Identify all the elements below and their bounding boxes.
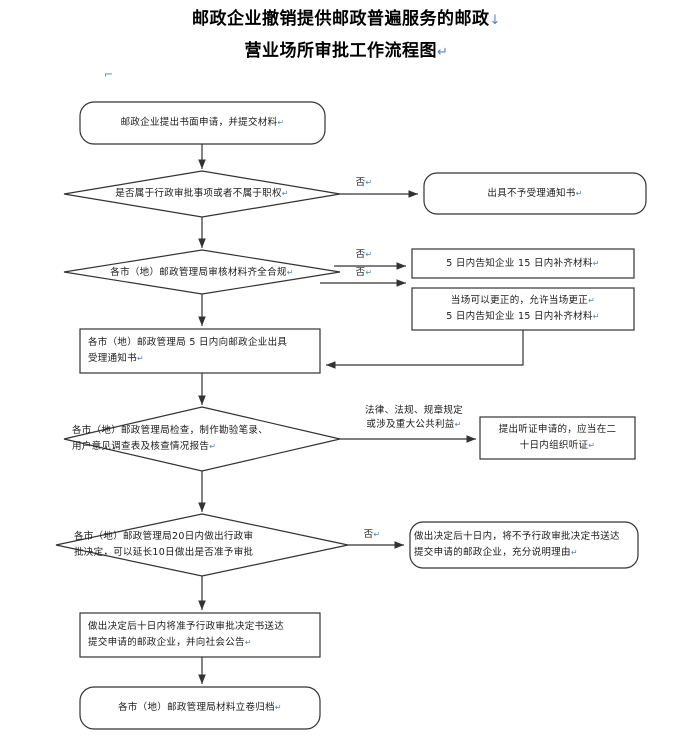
title-line-2-text: 营业场所审批工作流程图 — [244, 41, 438, 61]
edge-label-no-1-mark: ↵ — [365, 178, 373, 187]
node-d2-line-0: 各市（地）邮政管理局审核材料齐全合规 — [110, 267, 287, 278]
title-line-1-mark: ↓ — [489, 13, 501, 28]
title-line-1-text: 邮政企业撤销提供邮政普遍服务的邮政 — [192, 9, 490, 29]
shape-n3 — [79, 612, 321, 658]
shape-d1 — [63, 170, 341, 218]
edge-label-no-3-text: 否 — [355, 267, 366, 278]
edge-label-no-4-mark: ↵ — [373, 530, 381, 539]
edge-label-no-4: 否↵ — [352, 528, 392, 542]
node-n4[interactable]: 各市（地）邮政管理局材料立卷归档↵ — [80, 687, 320, 729]
shape-n2 — [79, 328, 321, 374]
edge-label-legal-basis: 法律、法规、规章规定 或涉及重大公共利益↵ — [344, 404, 484, 432]
node-n2-line-1: 受理通知书 — [88, 353, 138, 364]
edge-label-no-2: 否↵ — [344, 248, 384, 262]
title-line-2: 营业场所审批工作流程图↵ — [0, 36, 693, 68]
edge-label-no-4-text: 否 — [363, 529, 374, 540]
node-d4[interactable]: 各市（地）邮政管理局20日内做出行政审 批决定，可以延长10日做出是否准予审批 — [74, 527, 336, 563]
node-r2-line-0: 5 日内告知企业 15 日内补齐材料 — [446, 257, 593, 269]
shape-r2 — [411, 248, 635, 279]
edge-label-no-3-mark: ↵ — [365, 268, 373, 277]
node-n1-line-0: 邮政企业提出书面申请，并提交材料 — [120, 117, 278, 128]
page-title: 邮政企业撤销提供邮政普遍服务的邮政↓ 营业场所审批工作流程图↵ — [0, 4, 693, 68]
shape-r5 — [409, 521, 639, 569]
node-d3[interactable]: 各市（地）邮政管理局检查，制作勘验笔录、 用户意见调查表及核查情况报告↵ — [72, 421, 334, 457]
node-r1-line-0: 出具不予受理通知书 — [487, 187, 576, 199]
node-r2-mark: ↵ — [592, 258, 600, 268]
node-r4[interactable]: 提出听证申请的，应当在二 十日内组织听证↵ — [480, 417, 635, 459]
node-d1-line-0: 是否属于行政审批事项或者不属于职权 — [115, 188, 282, 199]
shape-d4 — [55, 513, 349, 577]
node-n4-line-0: 各市（地）邮政管理局材料立卷归档 — [118, 702, 275, 713]
node-d4-line-1: 批决定，可以延长10日做出是否准予审批 — [74, 547, 254, 558]
node-d3-line-0: 各市（地）邮政管理局检查，制作勘验笔录、 — [72, 425, 269, 436]
node-r1-mark: ↵ — [575, 188, 583, 198]
node-n3[interactable]: 做出决定后十日内将准予行政审批决定书送达 提交申请的邮政企业，并向社会公告↵ — [88, 613, 316, 657]
node-n2-mark: ↵ — [137, 354, 145, 363]
node-r5-line-0: 做出决定后十日内，将不予行政审批决定书送达 — [414, 531, 620, 542]
node-r3-line-0: 当场可以更正的，允许当场更正 — [450, 295, 589, 306]
node-n4-mark: ↵ — [274, 703, 282, 712]
node-d4-line-0: 各市（地）邮政管理局20日内做出行政审 — [74, 531, 254, 542]
node-r3[interactable]: 当场可以更正的，允许当场更正↵ 5 日内告知企业 15 日内补齐材料↵ — [412, 288, 634, 330]
edge-label-legal-basis-line-1: 或涉及重大公共利益 — [366, 419, 455, 430]
node-r2[interactable]: 5 日内告知企业 15 日内补齐材料↵ — [412, 249, 634, 278]
node-r4-line-0: 提出听证申请的，应当在二 — [498, 424, 617, 435]
node-r3-mark-a: ↵ — [588, 296, 596, 305]
edge-label-no-1: 否↵ — [344, 176, 384, 190]
node-d2-mark: ↵ — [286, 268, 294, 277]
node-d1[interactable]: 是否属于行政审批事项或者不属于职权↵ — [74, 182, 330, 206]
shape-n4 — [79, 686, 321, 730]
node-r5-line-1: 提交申请的邮政企业，充分说明理由 — [414, 547, 571, 558]
node-d1-mark: ↵ — [281, 189, 289, 198]
node-n2-line-0: 各市（地）邮政管理局 5 日内向邮政企业出具 — [88, 337, 288, 348]
node-n1[interactable]: 邮政企业提出书面申请，并提交材料↵ — [80, 102, 325, 144]
title-line-1: 邮政企业撤销提供邮政普遍服务的邮政↓ — [0, 4, 693, 36]
shape-d2 — [63, 249, 341, 295]
node-n2[interactable]: 各市（地）邮政管理局 5 日内向邮政企业出具 受理通知书↵ — [88, 329, 316, 373]
edge-label-no-2-mark: ↵ — [365, 250, 373, 259]
node-d3-line-1: 用户意见调查表及核查情况报告 — [72, 441, 210, 452]
shape-d3 — [63, 406, 341, 472]
node-n3-mark: ↵ — [244, 638, 252, 647]
node-r4-mark: ↵ — [588, 441, 596, 450]
node-r3-mark-b: ↵ — [592, 312, 600, 321]
stray-cursor-mark: ⌐ — [104, 68, 114, 81]
node-d3-mark: ↵ — [209, 442, 217, 451]
edge-label-no-1-text: 否 — [355, 177, 366, 188]
shape-r4 — [479, 416, 636, 460]
edge-label-no-2-text: 否 — [355, 249, 366, 260]
node-n3-line-0: 做出决定后十日内将准予行政审批决定书送达 — [88, 621, 285, 632]
node-r1[interactable]: 出具不予受理通知书↵ — [424, 173, 646, 214]
node-d2[interactable]: 各市（地）邮政管理局审核材料齐全合规↵ — [70, 261, 334, 285]
node-r4-line-1: 十日内组织听证 — [519, 440, 589, 451]
shape-r1 — [423, 172, 647, 215]
shape-n1 — [79, 101, 326, 145]
shape-r3 — [411, 287, 635, 331]
edge-label-legal-basis-line-0: 法律、法规、规章规定 — [364, 405, 463, 416]
edge-label-no-3: 否↵ — [344, 266, 384, 280]
node-n1-mark: ↵ — [277, 118, 285, 127]
edge-label-legal-basis-mark: ↵ — [454, 420, 462, 429]
node-r5[interactable]: 做出决定后十日内，将不予行政审批决定书送达 提交申请的邮政企业，充分说明理由↵ — [414, 522, 634, 568]
node-n3-line-1: 提交申请的邮政企业，并向社会公告 — [88, 637, 245, 648]
node-r3-line-1: 5 日内告知企业 15 日内补齐材料 — [446, 311, 593, 322]
title-line-2-mark: ↵ — [437, 45, 449, 60]
node-r5-mark: ↵ — [570, 548, 578, 557]
